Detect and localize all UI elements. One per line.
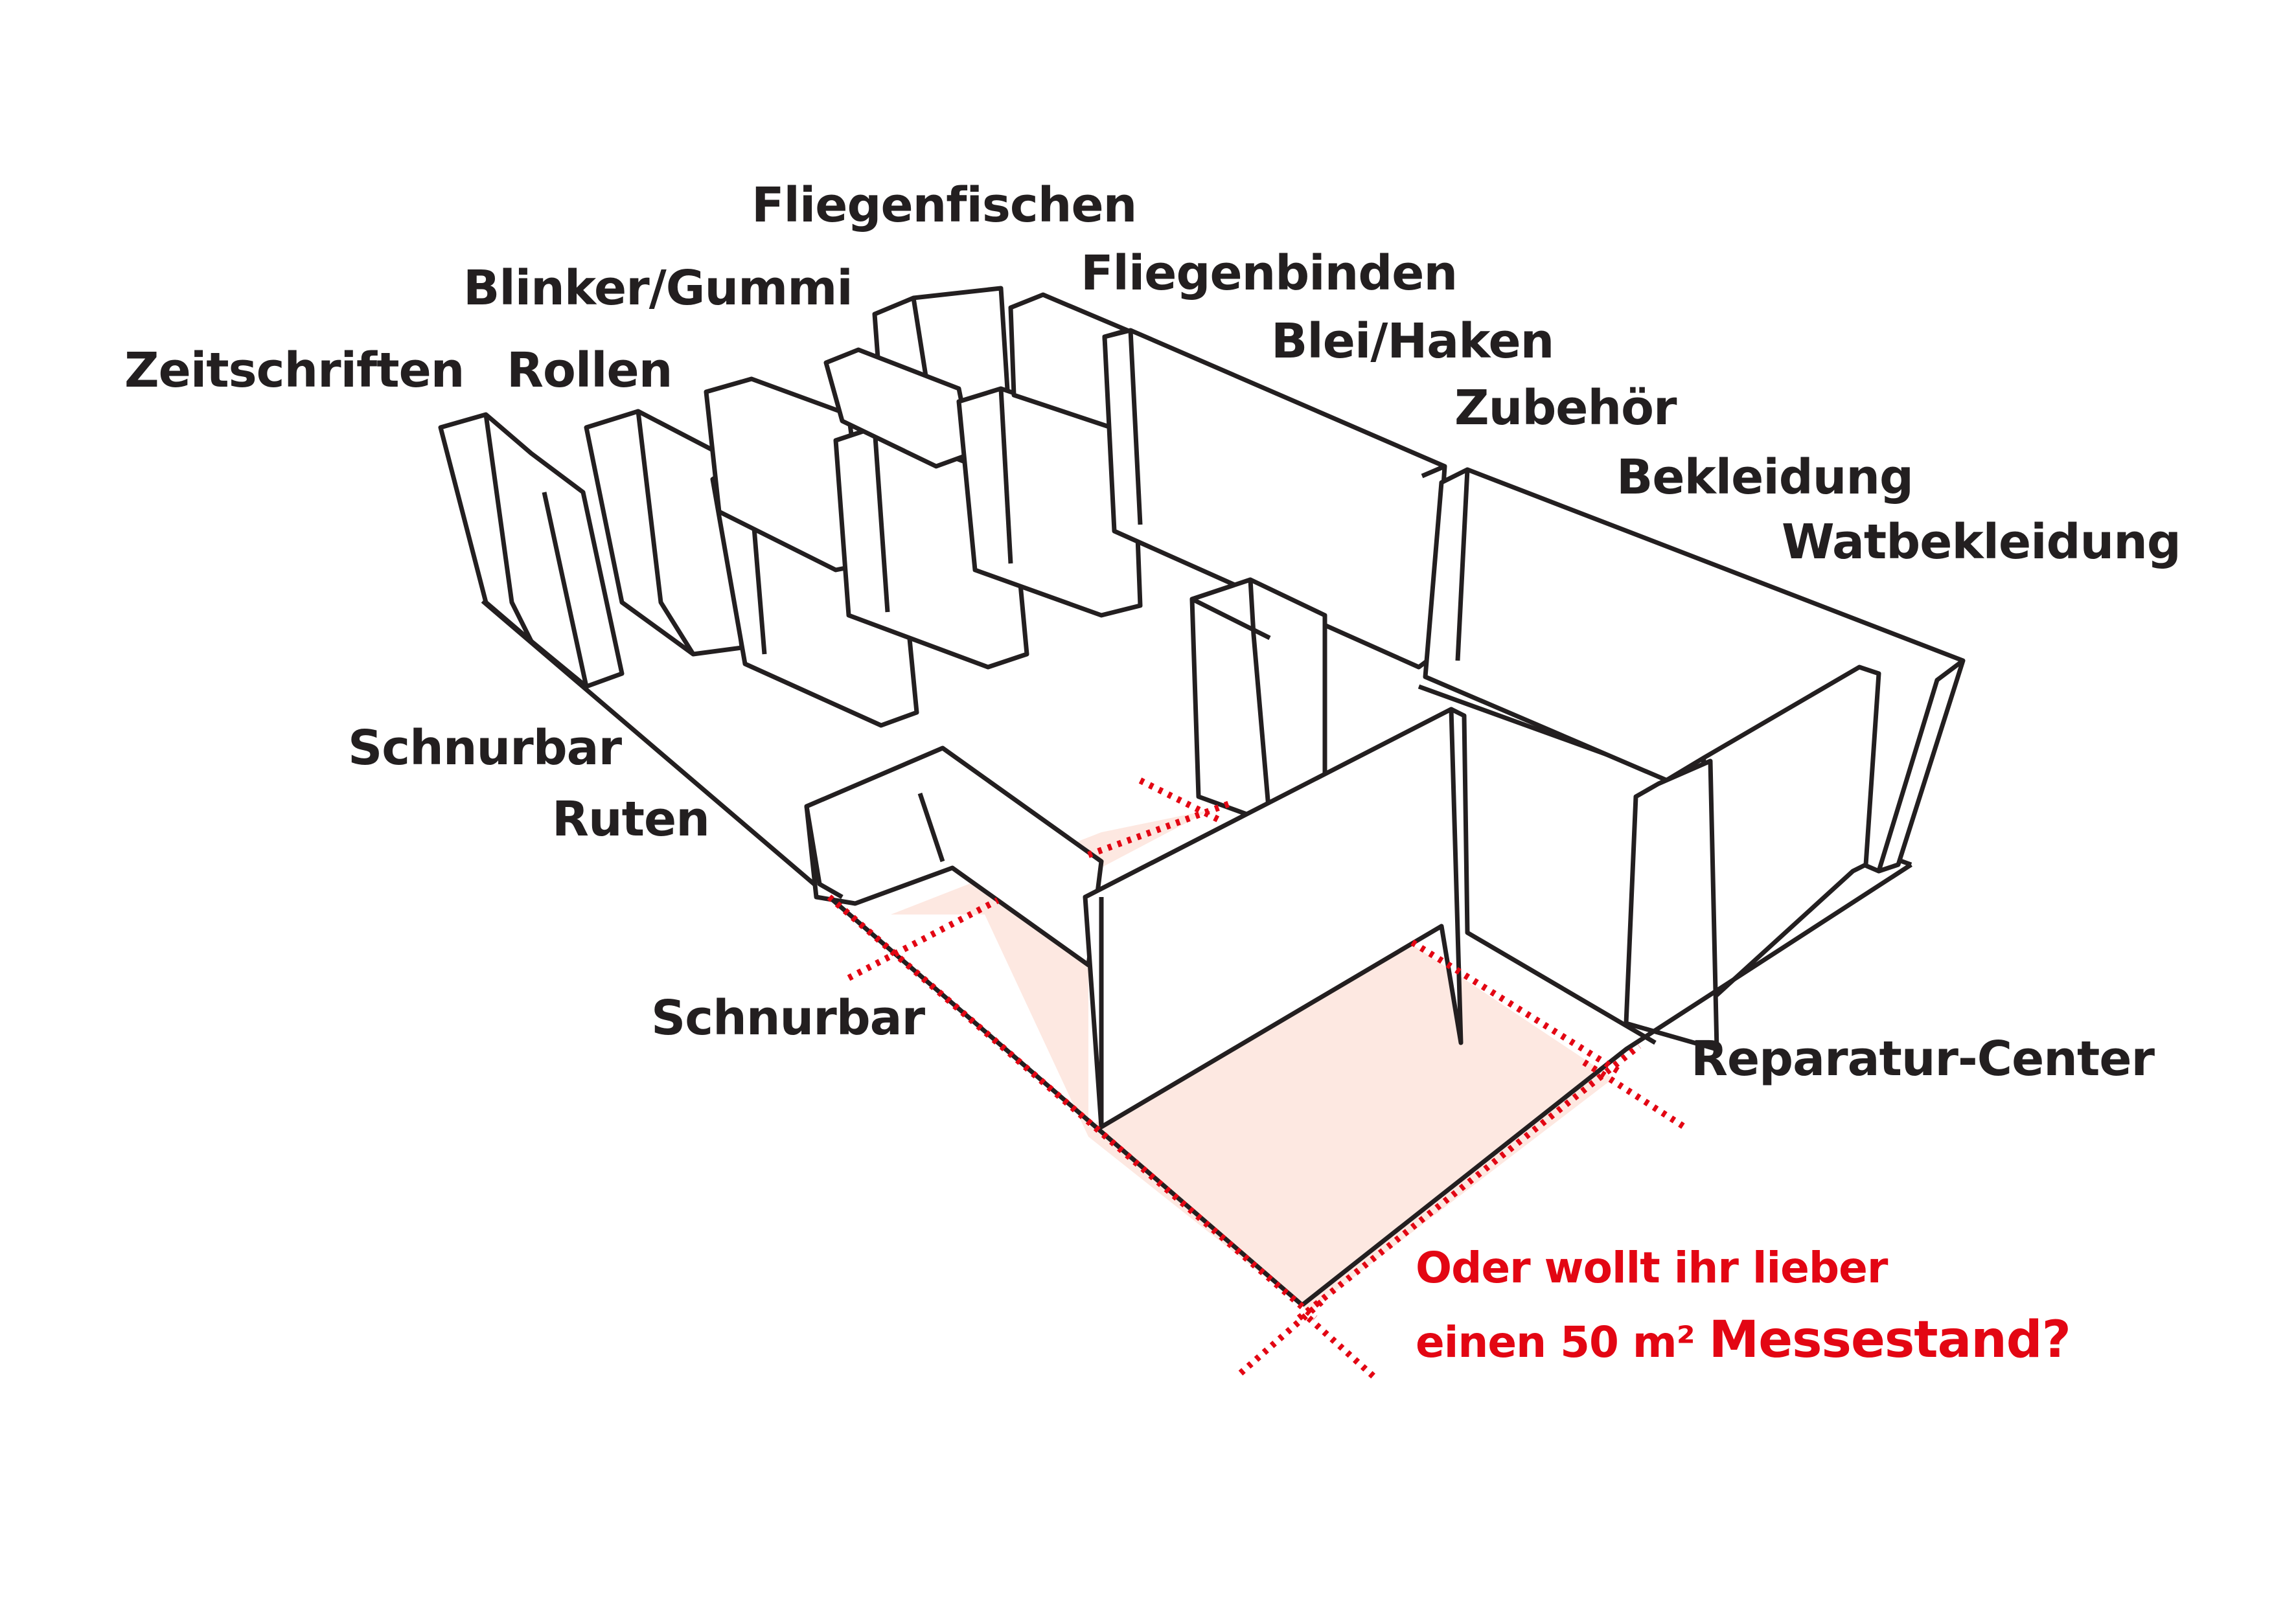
label-ruten: Ruten	[552, 791, 710, 847]
label-zeitschriften: Zeitschriften	[124, 343, 465, 398]
label-blinker-gummi: Blinker/Gummi	[463, 260, 853, 316]
booth-boundary-dotted	[827, 777, 1686, 1379]
label-rollen: Rollen	[507, 343, 672, 398]
booth-area-highlight-right	[1101, 942, 1613, 1308]
booth-question-line1: Oder wollt ihr lieber	[1416, 1243, 1888, 1293]
shelves	[438, 286, 1966, 1307]
label-watbekleidung: Watbekleidung	[1782, 514, 2181, 570]
label-blei-haken: Blei/Haken	[1271, 313, 1554, 369]
booth-question-emphasis: Messestand?	[1708, 1311, 2071, 1369]
label-reparatur-center: Reparatur-Center	[1691, 1031, 2155, 1087]
label-fliegenbinden: Fliegenbinden	[1081, 245, 1458, 301]
booth-question-prefix: einen 50 m²	[1416, 1317, 1709, 1367]
label-fliegenfischen: Fliegenfischen	[752, 177, 1137, 233]
label-bekleidung: Bekleidung	[1616, 449, 1914, 505]
label-schnurbar-bottom: Schnurbar	[651, 990, 925, 1046]
booth-question-line2: einen 50 m² Messestand?	[1416, 1315, 2071, 1365]
label-zubehoer: Zubehör	[1454, 380, 1677, 436]
label-schnurbar-left: Schnurbar	[348, 720, 622, 776]
